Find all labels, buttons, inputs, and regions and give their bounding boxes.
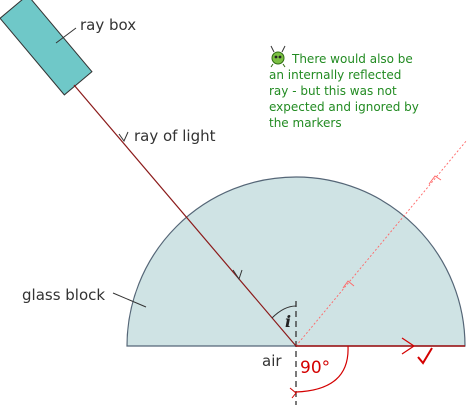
glass-block-semicircle bbox=[126, 176, 466, 347]
reflected-ray-arrow-upper bbox=[428, 175, 442, 185]
note-line-5: the markers bbox=[269, 116, 342, 130]
note-line-1: There would also be bbox=[291, 52, 413, 66]
incident-ray-arrow-upper bbox=[118, 131, 129, 143]
air-label: air bbox=[262, 352, 282, 370]
angle-90-arc bbox=[295, 345, 349, 393]
note-line-3: ray - but this was not bbox=[269, 84, 397, 98]
note-line-4: expected and ignored by bbox=[269, 100, 419, 114]
ray-box-label: ray box bbox=[80, 16, 136, 34]
glass-block-label: glass block bbox=[22, 286, 105, 304]
incident-ray-arrow-lower bbox=[232, 269, 243, 281]
ray-box-leader bbox=[55, 27, 77, 44]
angle-90-arc-hook bbox=[289, 387, 297, 399]
ray-box-icon bbox=[0, 0, 93, 96]
alien-bug-icon bbox=[270, 45, 286, 68]
red-checkmark-icon bbox=[417, 347, 433, 365]
internally-reflected-ray bbox=[295, 139, 467, 347]
glass-block-leader bbox=[112, 292, 147, 308]
angle-i-arc bbox=[271, 305, 297, 319]
note-line-2: an internally reflected bbox=[269, 68, 401, 82]
ray-of-light-label: ray of light bbox=[134, 127, 216, 145]
refracted-ray-arrow bbox=[401, 337, 416, 355]
angle-90-label: 90° bbox=[300, 358, 330, 378]
angle-i-label: i bbox=[285, 312, 291, 331]
reflected-ray-arrow-lower bbox=[342, 280, 355, 289]
incident-ray bbox=[73, 84, 297, 347]
